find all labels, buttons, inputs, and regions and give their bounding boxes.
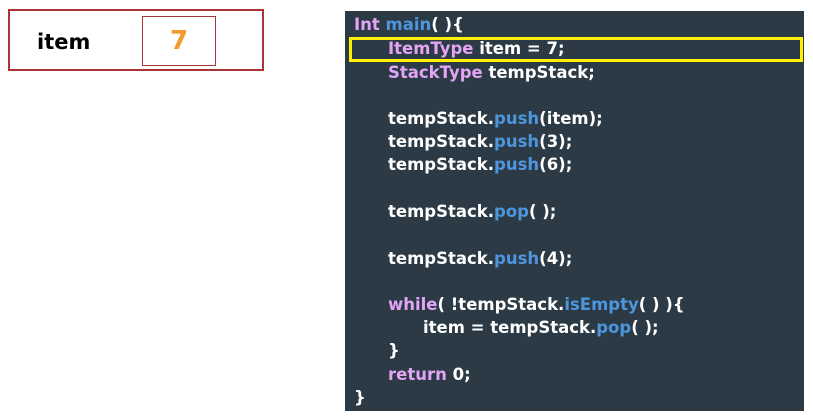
code-line-7: tempStack.pop( ); xyxy=(388,201,556,223)
code-line-8: tempStack.push(4); xyxy=(388,248,572,270)
code-text: } xyxy=(354,388,366,407)
variable-value: 7 xyxy=(169,26,189,56)
code-text: ( ){ xyxy=(431,15,464,34)
code-text: item = tempStack. xyxy=(423,318,597,337)
code-function: main xyxy=(385,15,432,34)
code-function: isEmpty xyxy=(564,295,639,314)
code-function: push xyxy=(494,155,540,174)
code-text: tempStack. xyxy=(388,202,495,221)
code-text: tempStack. xyxy=(388,109,495,128)
code-line-11: } xyxy=(388,340,400,362)
code-text: ( !tempStack. xyxy=(437,295,565,314)
code-text: tempStack. xyxy=(388,132,495,151)
code-line-6: tempStack.push(6); xyxy=(388,154,572,176)
code-line-9: while( !tempStack.isEmpty( ) ){ xyxy=(388,294,685,316)
code-text: ( ) ){ xyxy=(638,295,685,314)
code-panel: Int main( ){ ItemType item = 7; StackTyp… xyxy=(345,11,804,411)
code-text: ( ); xyxy=(631,318,659,337)
code-line-4: tempStack.push(item); xyxy=(388,108,603,130)
variable-name: item xyxy=(37,30,91,54)
code-text: (item); xyxy=(539,109,603,128)
code-keyword: ItemType xyxy=(388,39,474,58)
code-line-13: } xyxy=(354,387,366,409)
variable-value-box: 7 xyxy=(142,16,216,66)
code-keyword: return xyxy=(388,365,447,384)
code-text: tempStack; xyxy=(488,63,595,82)
code-text: } xyxy=(388,341,400,360)
code-function: pop xyxy=(596,318,632,337)
code-text: (3); xyxy=(539,132,573,151)
variable-box: item 7 xyxy=(8,9,264,71)
code-function: push xyxy=(494,109,540,128)
code-function: push xyxy=(494,132,540,151)
code-line-12: return 0; xyxy=(388,364,471,386)
code-line-3: StackType tempStack; xyxy=(388,62,595,84)
code-text: tempStack. xyxy=(388,155,495,174)
code-text: (6); xyxy=(539,155,573,174)
code-function: pop xyxy=(494,202,529,221)
code-line-5: tempStack.push(3); xyxy=(388,131,572,153)
code-text: tempStack. xyxy=(388,249,495,268)
code-keyword: StackType xyxy=(388,63,483,82)
code-line-1: Int main( ){ xyxy=(354,14,464,36)
code-keyword: Int xyxy=(354,15,380,34)
code-keyword: while xyxy=(388,295,438,314)
code-function: push xyxy=(494,249,540,268)
code-line-10: item = tempStack.pop( ); xyxy=(423,317,659,339)
code-text: (4); xyxy=(539,249,573,268)
code-line-2: ItemType item = 7; xyxy=(388,38,565,60)
code-text: 0; xyxy=(452,365,471,384)
code-text: ( ); xyxy=(528,202,557,221)
code-text: item = 7; xyxy=(479,39,565,58)
